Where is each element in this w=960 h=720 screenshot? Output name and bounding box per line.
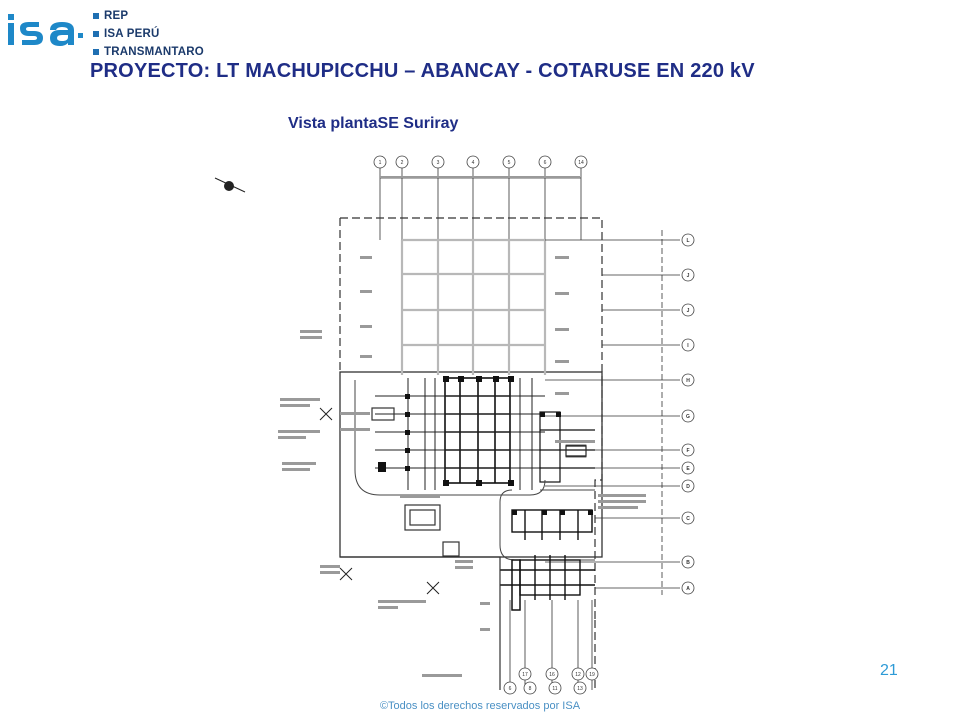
bullet-icon bbox=[93, 48, 99, 55]
brand-list: REP ISA PERÚ TRANSMANTARO bbox=[93, 8, 204, 62]
brand-item-transmantaro: TRANSMANTARO bbox=[93, 44, 204, 59]
axis-label: 8 bbox=[529, 686, 532, 692]
slide-subtitle: Vista plantaSE Suriray bbox=[288, 115, 459, 132]
axis-label: 6 bbox=[509, 686, 512, 692]
axis-label: A bbox=[686, 586, 690, 592]
axis-label: 2 bbox=[401, 160, 404, 166]
isa-logo bbox=[8, 14, 83, 46]
axis-label: I bbox=[687, 343, 689, 349]
axis-label: 19 bbox=[589, 672, 595, 678]
axis-label: B bbox=[686, 560, 690, 566]
axis-label: 5 bbox=[508, 160, 511, 166]
axis-label: 14 bbox=[578, 160, 584, 166]
axis-label: 6 bbox=[544, 160, 547, 166]
bullet-icon bbox=[93, 30, 99, 37]
axis-label: 12 bbox=[575, 672, 581, 678]
north-arrow-icon bbox=[214, 177, 246, 193]
axis-label: F bbox=[686, 448, 689, 454]
brand-item-isa-peru: ISA PERÚ bbox=[93, 26, 204, 41]
axis-label: D bbox=[686, 484, 690, 490]
slide-title: PROYECTO: LT MACHUPICCHU – ABANCAY - COT… bbox=[90, 60, 755, 82]
brand-item-rep: REP bbox=[93, 8, 204, 23]
axis-label: J bbox=[687, 273, 690, 279]
page-number: 21 bbox=[880, 662, 898, 679]
brand-label: REP bbox=[104, 9, 129, 22]
bullet-icon bbox=[93, 12, 99, 19]
axis-label: 17 bbox=[522, 672, 528, 678]
axis-label: 3 bbox=[437, 160, 440, 166]
axis-label: 16 bbox=[549, 672, 555, 678]
axis-label: 13 bbox=[577, 686, 583, 692]
substation-plan-drawing: 1 2 3 4 5 6 14 L J J I H G F E D C B A 1… bbox=[214, 155, 695, 695]
axis-label: J bbox=[687, 308, 690, 314]
axis-label: 1 bbox=[379, 160, 382, 166]
axis-label: H bbox=[686, 378, 690, 384]
copyright-footer: ©Todos los derechos reservados por ISA bbox=[379, 700, 581, 712]
brand-label: ISA PERÚ bbox=[104, 27, 160, 40]
tower-symbol-icon bbox=[319, 407, 440, 595]
axis-label: 4 bbox=[472, 160, 475, 166]
axis-label: L bbox=[686, 238, 689, 244]
axis-label: C bbox=[686, 516, 690, 522]
axis-label: E bbox=[686, 466, 690, 472]
axis-label: G bbox=[686, 414, 690, 420]
brand-label: TRANSMANTARO bbox=[104, 45, 204, 58]
axis-label: 11 bbox=[552, 686, 557, 692]
